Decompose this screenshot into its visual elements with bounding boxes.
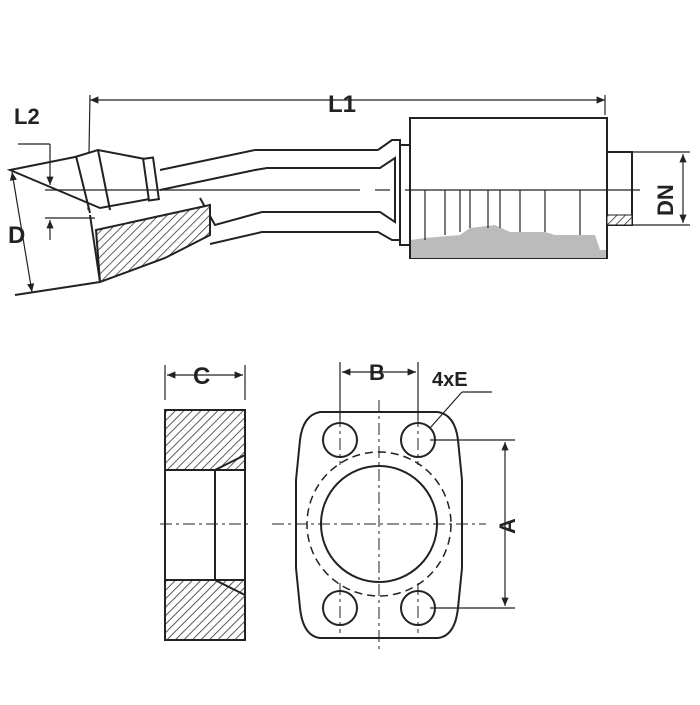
label-c: C [193, 363, 210, 390]
d-dimension [9, 171, 35, 293]
label-4xe: 4xE [432, 369, 468, 391]
label-l2: L2 [14, 104, 40, 129]
flange-section-view [160, 365, 250, 641]
label-d: D [8, 222, 25, 249]
side-view [6, 94, 690, 296]
label-dn: DN [653, 184, 678, 216]
flange-front-view [272, 362, 515, 650]
label-b: B [369, 360, 385, 385]
label-a: A [495, 518, 520, 534]
label-l1: L1 [328, 91, 356, 118]
